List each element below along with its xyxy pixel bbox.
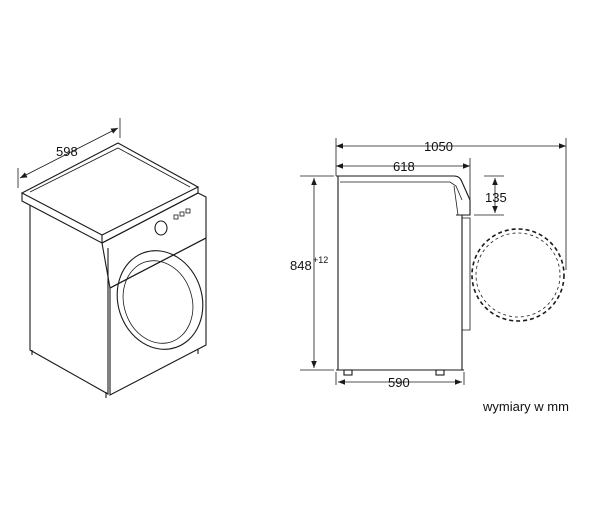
iso-door-inner [122,260,194,344]
units-note: wymiary w mm [482,399,569,414]
iso-front-panel [109,237,207,396]
iso-door-outer [116,250,204,350]
dim-base-depth-label: 590 [388,375,410,390]
side-foot [435,369,445,376]
dim-height-tolerance: +12 [313,255,328,265]
dim-width-label: 598 [56,144,78,159]
iso-button [185,208,191,214]
side-door-swing-inner [475,232,561,318]
dim-door-drop-label: 135 [485,190,507,205]
side-foot [343,369,353,376]
iso-top-lid [20,142,200,236]
side-body-outline [337,176,463,371]
dim-total-depth-label: 1050 [424,139,453,154]
side-top-lid [336,175,471,216]
dim-body-depth-label: 618 [393,159,415,174]
iso-lid-edge [21,193,103,244]
side-view: 1050 618 135 848 +12 590 [290,138,567,390]
iso-program-knob [154,220,168,236]
iso-control-panel [101,192,207,289]
side-door-swing [471,228,565,322]
isometric-view: 598 [17,118,207,398]
iso-button [179,211,185,217]
iso-left-side [29,205,109,395]
iso-button [173,214,179,220]
dim-height-label: 848 [290,258,312,273]
dim-line-width [19,127,119,179]
